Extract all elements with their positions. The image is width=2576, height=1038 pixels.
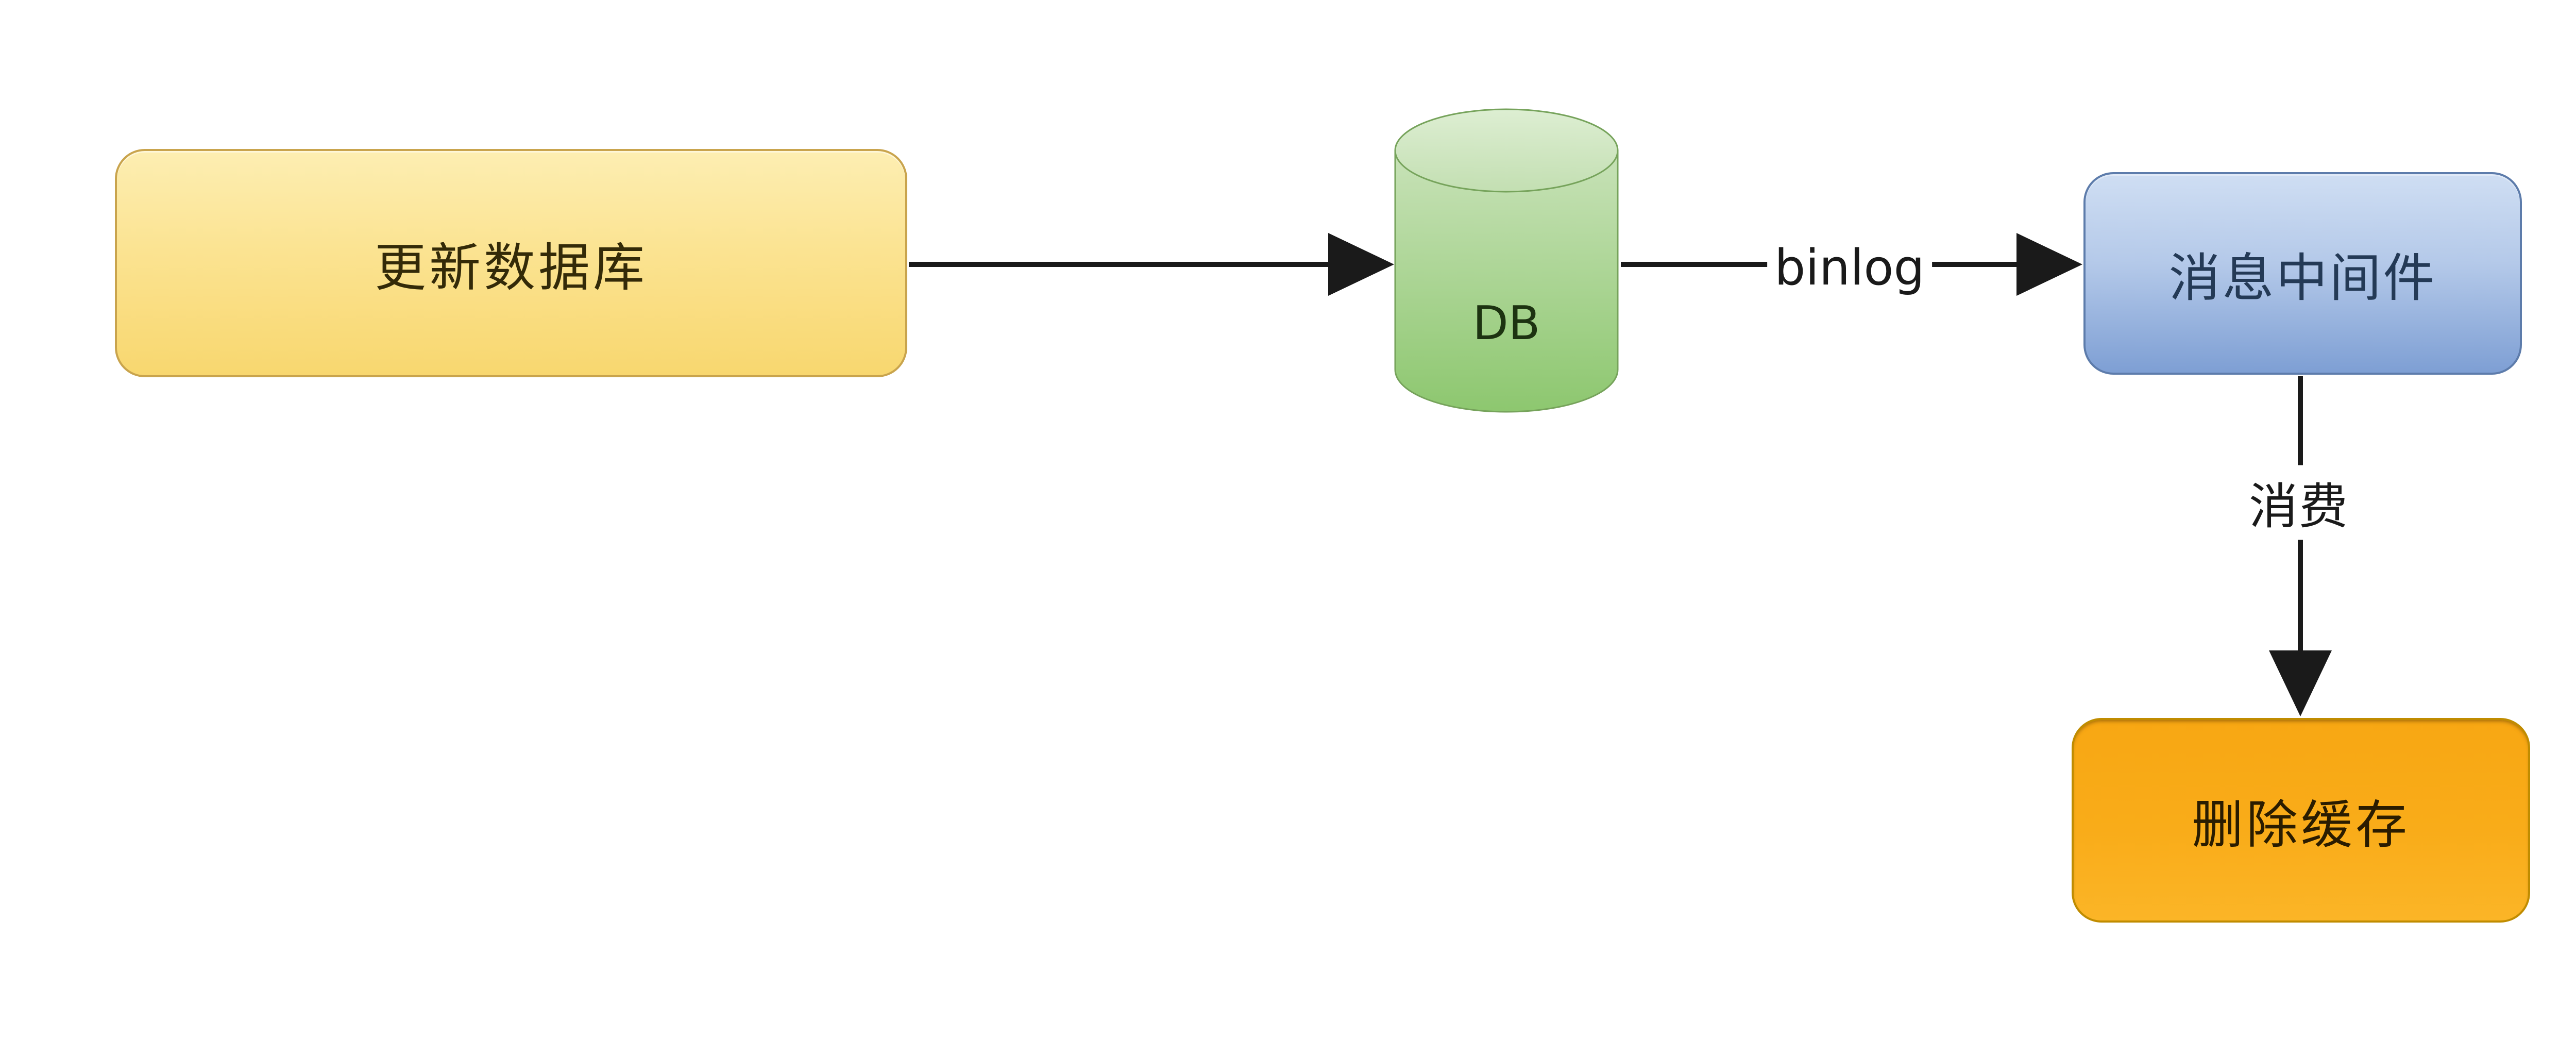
arrowhead-mq-to-delete-cache — [2269, 650, 2332, 716]
arrowhead-db-to-mq — [2016, 233, 2082, 296]
node-update-database: 更新数据库 — [115, 149, 907, 377]
node-delete-cache: 删除缓存 — [2072, 718, 2530, 923]
arrowhead-update-db-to-db — [1328, 233, 1394, 296]
node-delete-cache-label: 删除缓存 — [2192, 795, 2410, 855]
edge-label-binlog: binlog — [1767, 238, 1932, 298]
db-cylinder-top — [1394, 108, 1619, 193]
node-db-cylinder — [1394, 108, 1619, 413]
node-message-middleware: 消息中间件 — [2083, 172, 2522, 375]
edge-label-consume: 消费 — [2241, 465, 2357, 540]
node-db-label: DB — [1472, 296, 1540, 350]
node-message-middleware-label: 消息中间件 — [2168, 248, 2437, 308]
node-update-database-label: 更新数据库 — [375, 238, 648, 298]
db-cylinder-body — [1394, 149, 1619, 413]
